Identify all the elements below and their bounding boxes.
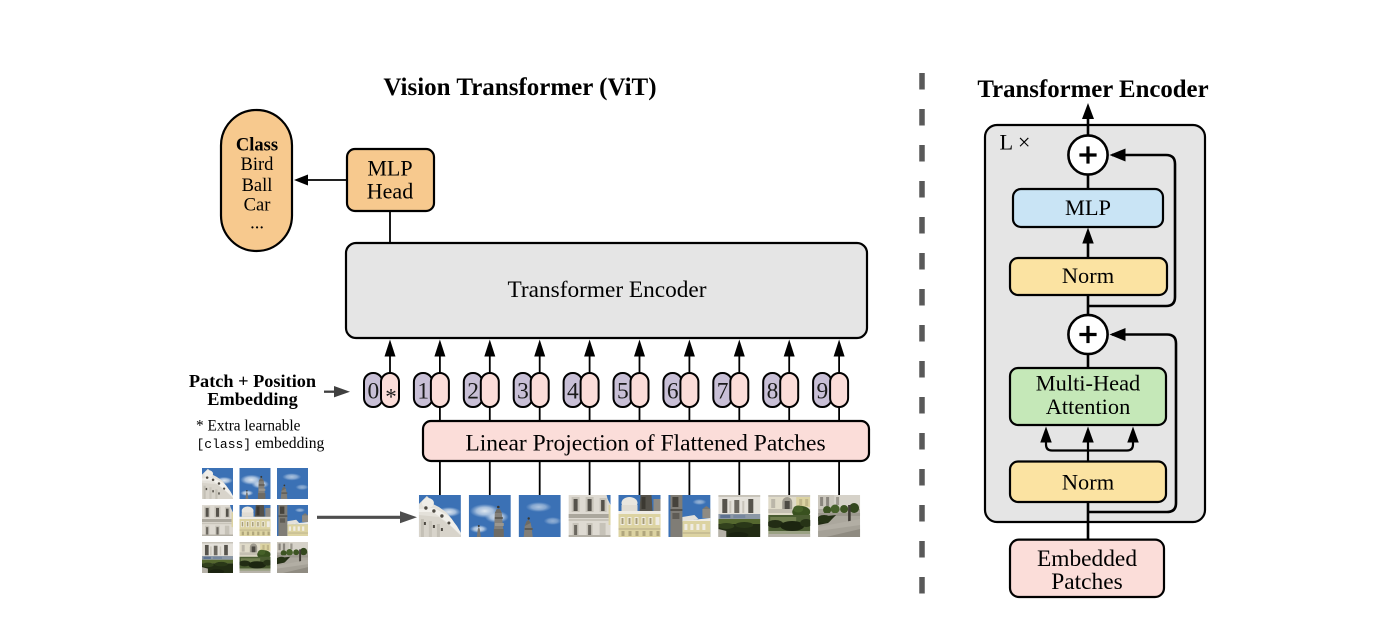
svg-text:Head: Head bbox=[367, 179, 413, 204]
svg-text:Multi-Head: Multi-Head bbox=[1036, 371, 1140, 396]
svg-text:9: 9 bbox=[817, 379, 829, 405]
svg-text:Embedded: Embedded bbox=[1037, 546, 1137, 572]
svg-text:Patches: Patches bbox=[1051, 569, 1122, 595]
svg-text:*: * bbox=[385, 385, 397, 410]
svg-text:Transformer Encoder: Transformer Encoder bbox=[977, 76, 1208, 103]
svg-text:Linear Projection of Flattened: Linear Projection of Flattened Patches bbox=[465, 431, 825, 457]
svg-text:5: 5 bbox=[617, 379, 629, 405]
svg-text:7: 7 bbox=[717, 379, 729, 405]
svg-text:3: 3 bbox=[517, 379, 529, 405]
svg-text:Attention: Attention bbox=[1046, 394, 1131, 419]
svg-text:Ball: Ball bbox=[242, 176, 273, 196]
svg-text:[class] embedding: [class] embedding bbox=[197, 435, 325, 452]
svg-text:Car: Car bbox=[244, 196, 271, 216]
svg-text:Transformer Encoder: Transformer Encoder bbox=[507, 277, 706, 303]
svg-text:Embedding: Embedding bbox=[207, 389, 297, 409]
svg-text:0: 0 bbox=[367, 379, 379, 405]
svg-text:Vision Transformer (ViT): Vision Transformer (ViT) bbox=[383, 74, 656, 101]
svg-text:6: 6 bbox=[667, 379, 679, 405]
svg-text:1: 1 bbox=[417, 379, 429, 405]
svg-text:4: 4 bbox=[567, 379, 579, 405]
svg-text:MLP: MLP bbox=[367, 155, 412, 180]
svg-text:Class: Class bbox=[236, 135, 278, 155]
svg-text:2: 2 bbox=[467, 379, 479, 405]
svg-text:8: 8 bbox=[767, 379, 779, 405]
svg-text:...: ... bbox=[250, 214, 264, 234]
svg-text:* Extra learnable: * Extra learnable bbox=[196, 418, 301, 435]
svg-text:Norm: Norm bbox=[1062, 263, 1115, 288]
svg-text:Norm: Norm bbox=[1062, 469, 1115, 494]
svg-text:Bird: Bird bbox=[241, 155, 275, 175]
svg-text:L ×: L × bbox=[1000, 130, 1031, 155]
svg-text:Patch + Position: Patch + Position bbox=[189, 371, 316, 391]
svg-text:MLP: MLP bbox=[1065, 195, 1111, 220]
